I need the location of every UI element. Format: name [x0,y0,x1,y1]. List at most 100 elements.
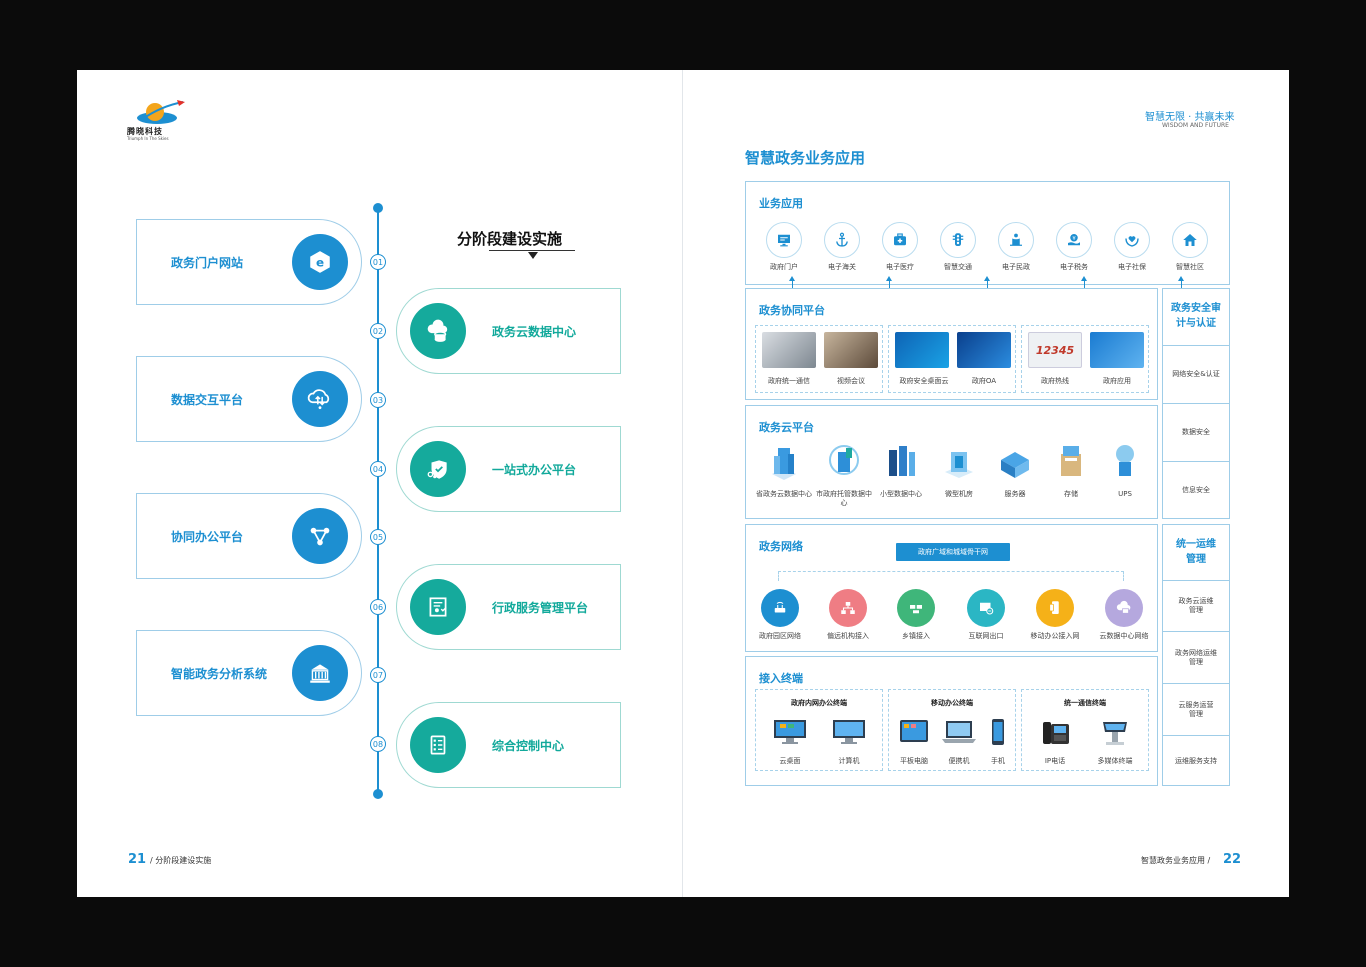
ops-item: 运维服务支持 [1163,735,1229,786]
step-label: 协同办公平台 [171,530,244,544]
step-number-8: 08 [370,736,386,752]
step-number-1: 01 [370,254,386,270]
org-chart-icon [829,589,867,627]
panel-title: 政务云平台 [759,421,814,434]
step-card-3: 数据交互平台 [136,356,362,442]
monitor-icon [766,222,802,258]
village-network-icon [897,589,935,627]
step-card-5: 协同办公平台 [136,493,362,579]
security-item: 数据安全 [1163,403,1229,461]
app-gov-portal: 政府门户 [762,222,806,272]
cloud-item-label: 微型机房 [945,490,973,498]
router-icon [761,589,799,627]
logo-emblem-icon [137,100,185,124]
panel-title: 接入终端 [759,672,803,685]
terminal-label: 平板电脑 [900,757,928,765]
ops-item-line1: 运维服务支持 [1175,756,1217,765]
step-card-1: 政务门户网站 e [136,219,362,305]
terminal-item: 平板电脑 [889,718,939,766]
ops-item-line2: 管理 [1189,657,1203,666]
net-item-label: 云数据中心网络 [1099,632,1149,640]
hotline-image: 12345 [1028,332,1082,368]
app-label: 智慧社区 [1176,263,1204,271]
terminal-group-1: 政府内网办公终端 云桌面 计算机 [755,689,883,771]
ops-item-line1: 云服务运营 [1178,700,1214,709]
brand-logo: 腾晓科技 Triumph In The Skies [127,98,197,141]
cloud-item-4: 微型机房 [931,438,987,499]
net-item-label: 偏远机构接入 [827,632,869,640]
step-label: 政务云数据中心 [492,325,577,339]
step-card-7: 智能政务分析系统 [136,630,362,716]
stage-heading: 分阶段建设实施 [457,230,563,248]
cloud-database-icon [410,303,466,359]
timeline-start-dot [373,203,383,213]
panel-title: 业务应用 [759,197,803,210]
server-rack-icon [889,446,915,476]
step-card-2: 政务云数据中心 [396,288,621,374]
anchor-icon [824,222,860,258]
storage-icon [1061,446,1081,476]
home-icon [1172,222,1208,258]
ops-item: 政务网络运维 管理 [1163,631,1229,683]
terminal-item: 便携机 [934,718,984,766]
footer-section-left: / 分阶段建设实施 [150,856,212,865]
ops-item: 云服务运营 管理 [1163,683,1229,735]
network-nodes-icon [292,508,348,564]
app-tax: ¥ 电子税务 [1052,222,1096,272]
tablet-icon [900,720,928,742]
step-number-6: 06 [370,599,386,615]
page-fold [682,70,683,897]
cloud-item-6: 存储 [1043,438,1099,499]
terminal-item: IP电话 [1030,718,1080,766]
terminal-group-head: 移动办公终端 [931,699,973,707]
arrow-up-icon [984,276,990,294]
collab-item-label: 政府安全桌面云 [899,377,949,385]
panel-title: 政务网络 [759,540,803,553]
net-item-label: 政府园区网络 [759,632,801,640]
terminal-label: 手机 [991,757,1005,765]
network-connector [778,571,1124,581]
step-label: 政务门户网站 [171,256,244,270]
collab-platform-panel: 政务协同平台 政府统一通信 视频会议 政府安全桌面云 政府OA 12345 政府… [745,288,1158,400]
step-label: 数据交互平台 [171,393,244,407]
app-traffic: 智慧交通 [936,222,980,272]
net-item-4: 互联网出口 [950,589,1022,641]
step-card-6: 行政服务管理平台 [396,564,621,650]
cloud-datacenter-icon [1105,589,1143,627]
collab-group-3: 12345 政府热线 政府应用 [1021,325,1149,393]
terminal-group-head: 统一通信终端 [1064,699,1106,707]
hotline-number: 12345 [1035,343,1075,357]
app-customs: 电子海关 [820,222,864,272]
cloud-item-label: 存储 [1064,490,1078,498]
timeline-line [377,208,379,794]
terminal-item: 多媒体终端 [1090,718,1140,766]
heading-arrow-icon [528,252,538,259]
step-card-4: 一站式办公平台 [396,426,621,512]
cloud-item-label: 市政府托管数据中心 [816,490,872,507]
ops-column-head-line2: 管理 [1186,554,1206,565]
app-label: 电子社保 [1118,263,1146,271]
terminal-item: 云桌面 [765,718,815,766]
arrow-up-icon [1178,276,1184,294]
business-apps-panel: 业务应用 政府门户 电子海关 电子医疗 智慧交通 电子民政 ¥ 电子税务 电子社… [745,181,1230,285]
ops-management-column: 统一运维 管理 政务云运维 管理 政务网络运维 管理 云服务运营 管理 运维服务… [1162,524,1230,786]
step-label: 一站式办公平台 [492,463,577,477]
cloud-item-3: 小型数据中心 [873,438,929,499]
net-item-3: 乡镇接入 [880,589,952,641]
cloud-desktop-icon [774,720,806,744]
terminal-label: 云桌面 [779,757,801,765]
step-card-8: 综合控制中心 [396,702,621,788]
slogan-cn: 智慧无限 · 共赢未来 [1145,112,1235,123]
datacenter-icon [772,448,796,480]
footer-section-right: 智慧政务业务应用 / [1141,856,1211,865]
net-item-label: 互联网出口 [968,632,1004,640]
cloud-item-1: 省政务云数据中心 [756,438,812,499]
collab-group-1: 政府统一通信 视频会议 [755,325,883,393]
terminal-label: 计算机 [838,757,860,765]
right-page: 智慧无限 · 共赢未来 WISDOM AND FUTURE 智慧政务业务应用 业… [683,70,1289,897]
server-icon [1001,452,1029,478]
shield-check-icon [410,441,466,497]
ie-browser-icon: e [292,234,348,290]
security-column-head-line1: 政务安全审 [1171,303,1221,314]
kiosk-terminal-icon [1103,722,1127,745]
